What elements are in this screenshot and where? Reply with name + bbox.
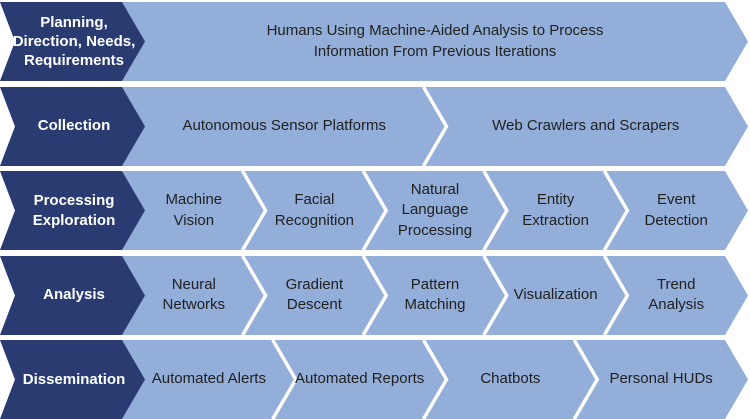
row-band-shape [0, 340, 748, 419]
row-analysis: Analysis Neural Networks Gradient Descent P… [0, 255, 750, 335]
separator-chevron-icon [482, 255, 509, 335]
segment-neural-networks: Neural Networks [122, 256, 266, 335]
segment-label: Personal HUDs [609, 370, 713, 388]
segment-trend-analysis: Trend Analysis [604, 256, 748, 335]
segment-label: Autonomous Sensor Platforms [182, 116, 386, 134]
segment-personal-huds: Personal HUDs [574, 340, 748, 419]
separator-chevron-icon [421, 86, 449, 166]
segment-visualization: Visualization [484, 256, 628, 335]
segment-label: Humans Using Machine-Aided Analysis to P… [266, 22, 604, 60]
stage-label-planning-direction-needs-requirements: Planning, Direction, Needs, Requirements [12, 13, 136, 70]
separator-chevron-icon [361, 171, 389, 250]
segment-web-crawlers-and-scrapers: Web Crawlers and Scrapers [424, 87, 749, 166]
stage-label-arrow-shape [0, 340, 145, 419]
segment-automated-alerts: Automated Alerts [122, 340, 296, 419]
segment-pattern-matching: Pattern Matching [363, 256, 507, 335]
segment-label: Machine Vision [165, 191, 223, 229]
segment-label: Event Detection [644, 191, 708, 229]
row-band-shape [0, 86, 748, 166]
segment-label: Web Crawlers and Scrapers [492, 116, 680, 134]
stage-label-arrow-shape [0, 86, 145, 166]
segment-label: Automated Reports [295, 370, 425, 388]
segment-label: Entity Extraction [522, 191, 589, 229]
separator-chevron-icon [241, 255, 268, 335]
segment-label: Pattern Matching [404, 275, 466, 313]
row-band-shape [0, 171, 748, 250]
stage-label-analysis: Analysis [43, 286, 105, 304]
separator-chevron-icon [241, 171, 268, 250]
segment-label: Chatbots [480, 370, 541, 388]
separator-chevron-icon [421, 340, 449, 419]
segment-label: Trend Analysis [648, 275, 705, 313]
row-planning-direction-needs-requirements: Planning, Direction, Needs, Requirements… [0, 2, 750, 81]
stage-label-arrow-shape [0, 255, 145, 335]
segment-facial-recognition: Facial Recognition [243, 171, 387, 250]
separator-chevron-icon [602, 171, 630, 250]
row-dissemination: Dissemination Automated Alerts Automated R… [0, 340, 750, 419]
segment-entity-extraction: Entity Extraction [484, 171, 628, 250]
separator-chevron-icon [572, 340, 600, 419]
segment-label: Facial Recognition [274, 191, 354, 229]
stage-label-processing-exploration: Processing Exploration [32, 192, 116, 229]
segment-machine-vision: Machine Vision [122, 171, 266, 250]
segment-chatbots: Chatbots [424, 340, 598, 419]
segment-label: Automated Alerts [151, 370, 266, 388]
segment-automated-reports: Automated Reports [273, 340, 447, 419]
stage-label-arrow-shape [0, 171, 145, 250]
row-shape-canvas [0, 2, 748, 81]
segment-humans-using-machine-aided-analysis-to-process-information-from-previous-iterations: Humans Using Machine-Aided Analysis to P… [122, 2, 748, 81]
segment-label: Visualization [513, 285, 598, 303]
separator-chevron-icon [361, 255, 389, 335]
separator-chevron-icon [482, 171, 509, 250]
segment-event-detection: Event Detection [604, 171, 748, 250]
row-band-shape [0, 2, 748, 81]
stage-label-collection: Collection [37, 117, 111, 135]
row-shape-canvas [0, 340, 748, 419]
segment-label: Neural Networks [162, 275, 226, 313]
segment-gradient-descent: Gradient Descent [243, 256, 387, 335]
separator-chevron-icon [602, 255, 630, 335]
separator-chevron-icon [271, 340, 298, 419]
row-processing-exploration: Processing Exploration Machine Vision Faci… [0, 171, 750, 250]
segment-autonomous-sensor-platforms: Autonomous Sensor Platforms [122, 87, 447, 166]
segment-label: Gradient Descent [285, 275, 344, 313]
segment-label: Natural Language Processing [397, 181, 473, 239]
segment-natural-language-processing: Natural Language Processing [363, 171, 507, 250]
stage-label-arrow-shape [0, 2, 145, 81]
row-shape-canvas [0, 171, 748, 250]
row-shape-canvas [0, 255, 748, 335]
row-shape-canvas [0, 86, 748, 166]
row-collection: Collection Autonomous Sensor Platforms Web… [0, 86, 750, 166]
row-band-shape [0, 255, 748, 335]
stage-label-dissemination: Dissemination [22, 370, 126, 388]
